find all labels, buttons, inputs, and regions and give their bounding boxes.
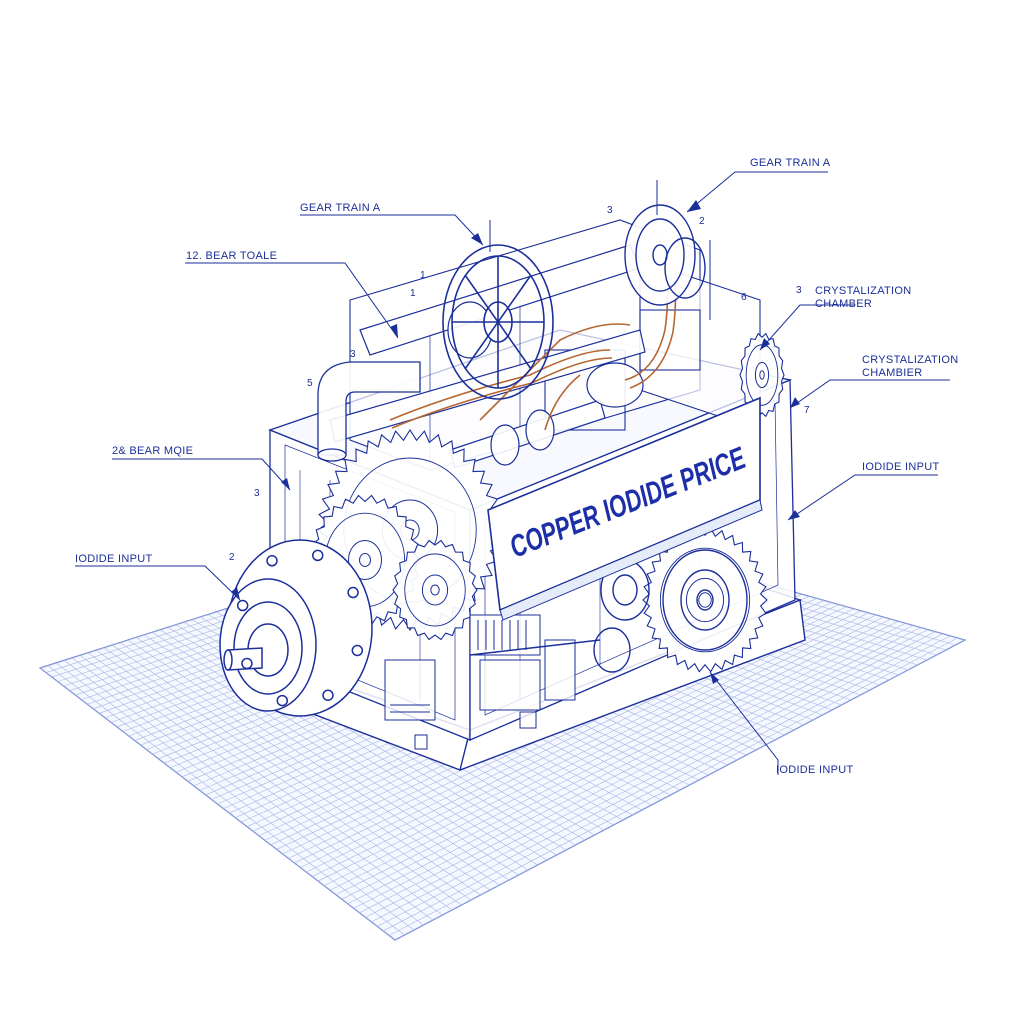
side-gear xyxy=(739,332,785,418)
grid-line xyxy=(394,639,965,940)
callout-crystalization-chamber-lower: CRYSTALIZATION CHAMBIER xyxy=(862,354,959,380)
bolt xyxy=(241,657,253,670)
front-flange xyxy=(219,539,373,717)
part-number: 1 xyxy=(410,288,416,299)
top-pulley xyxy=(624,180,711,320)
bolt xyxy=(236,599,249,612)
part-number: 3 xyxy=(607,205,613,216)
callout-crystalization-chamber-upper-line2: CHAMBER xyxy=(815,298,873,310)
part-number: 3 xyxy=(350,349,356,360)
callout-crystalization-chamber-lower-line1: CRYSTALIZATION xyxy=(862,354,959,366)
grid-line xyxy=(383,635,951,932)
callout-crystalization-chamber-upper-line1: CRYSTALIZATION xyxy=(815,285,912,297)
leader-arrows xyxy=(231,200,800,684)
elbow-pipe xyxy=(317,361,421,462)
part-number: 6 xyxy=(741,292,747,303)
part-number: 3 xyxy=(254,488,260,499)
callout-gear-train-a-left: GEAR TRAIN A xyxy=(300,202,381,214)
part-number: 7 xyxy=(804,405,810,416)
bolt xyxy=(276,694,289,707)
bolt xyxy=(322,689,334,701)
part-number: 5 xyxy=(307,378,313,389)
front-right-wheel xyxy=(593,549,748,673)
grid-line xyxy=(341,620,899,900)
grid-line xyxy=(347,623,906,905)
grid-line xyxy=(353,625,914,909)
bolt xyxy=(266,555,278,567)
callout-gear-train-a-top: GEAR TRAIN A xyxy=(750,157,831,169)
grid-line xyxy=(335,618,891,895)
front-right-gear xyxy=(642,527,768,673)
grid-line xyxy=(359,627,921,914)
bolt xyxy=(351,644,364,657)
small-gear xyxy=(392,539,478,641)
callout-bear-mqie: 2& BEAR MQIE xyxy=(112,445,194,457)
leader-lines xyxy=(75,171,950,775)
callout-crystalization-chamber-upper: CRYSTALIZATION CHAMBER xyxy=(815,285,912,311)
grid-line xyxy=(371,631,936,923)
grid-line xyxy=(388,637,958,936)
callout-iodide-input-right: IODIDE INPUT xyxy=(862,461,940,473)
part-number: 3 xyxy=(796,285,802,296)
callout-crystalization-chamber-lower-line2: CHAMBIER xyxy=(862,367,923,379)
callout-iodide-input-left: IODIDE INPUT xyxy=(75,553,153,565)
grid-line xyxy=(365,629,929,918)
bolt xyxy=(347,586,359,599)
callout-iodide-input-bottom: IODIDE INPUT xyxy=(776,764,854,776)
part-number: 1 xyxy=(420,270,426,281)
lower-mechanism xyxy=(384,614,601,750)
part-number: 2 xyxy=(229,552,235,563)
part-number: 2 xyxy=(699,216,705,227)
bolt xyxy=(311,549,324,562)
grid-line xyxy=(377,633,943,927)
hand-wheel xyxy=(442,220,554,400)
callout-bear-toale: 12. BEAR TOALE xyxy=(186,250,278,262)
